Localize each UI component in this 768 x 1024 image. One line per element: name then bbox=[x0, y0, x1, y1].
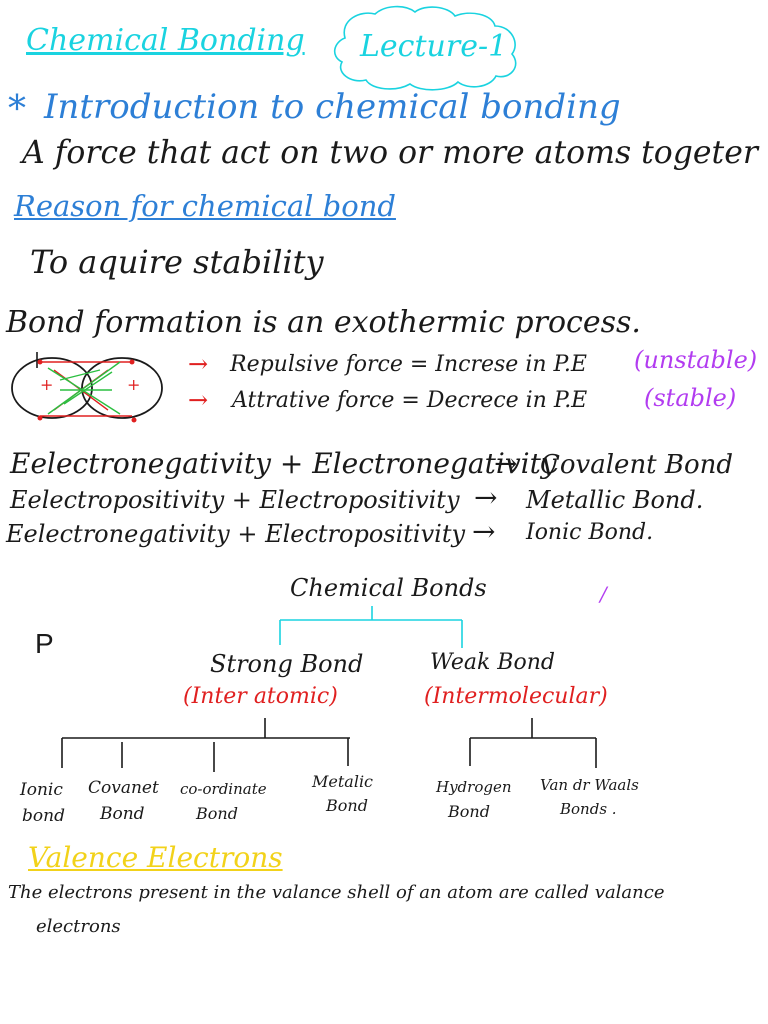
child-covalent-line2: Bond bbox=[100, 804, 145, 824]
repulsive-status: (unstable) bbox=[634, 346, 758, 374]
child-coordinate-line1: co-ordinate bbox=[180, 780, 267, 798]
attractive-label: Attrative force = Decrece in P.E bbox=[232, 388, 588, 413]
page-title: Chemical Bonding bbox=[26, 23, 305, 58]
child-vanderwaals-line1: Van dr Waals bbox=[540, 776, 639, 794]
child-ionic-line2: bond bbox=[22, 806, 65, 826]
valence-heading: Valence Electrons bbox=[28, 841, 283, 874]
rule-metallic-left: Eelectropositivity + Electropositivity bbox=[10, 486, 460, 514]
child-metallic-line2: Bond bbox=[326, 796, 368, 815]
intro-heading: Introduction to chemical bonding bbox=[44, 87, 621, 127]
rule-ionic-left: Eelectronegativity + Electropositivity bbox=[6, 520, 466, 548]
weak-bond-sub: (Intermolecular) bbox=[424, 684, 608, 709]
rule-ionic-result: Ionic Bond. bbox=[526, 520, 654, 545]
attractive-status: (stable) bbox=[644, 384, 737, 412]
rule-metallic-result: Metallic Bond. bbox=[526, 486, 704, 514]
stray-mark: / bbox=[600, 582, 607, 606]
weak-bond-label: Weak Bond bbox=[430, 650, 555, 675]
plus-right: + bbox=[127, 375, 141, 394]
atom-left bbox=[11, 357, 93, 419]
rule-covalent-arrow: → bbox=[494, 447, 518, 480]
atom-right bbox=[81, 357, 163, 419]
child-hydrogen-line1: Hydrogen bbox=[436, 778, 512, 796]
attractive-arrow: → bbox=[188, 386, 209, 414]
lecture-cloud bbox=[333, 5, 517, 91]
bond-formation-text: Bond formation is an exothermic process. bbox=[6, 305, 641, 340]
rule-covalent-result: Covalent Bond bbox=[540, 450, 734, 480]
rule-metallic-arrow: → bbox=[474, 481, 498, 514]
intro-definition: A force that act on two or more atoms to… bbox=[22, 135, 758, 171]
strong-bond-sub: (Inter atomic) bbox=[183, 684, 338, 709]
child-coordinate-line2: Bond bbox=[196, 804, 238, 823]
child-vanderwaals-line2: Bonds . bbox=[560, 800, 617, 818]
rule-covalent-left: Eelectronegativity + Electronegativity bbox=[10, 447, 557, 480]
child-hydrogen-line2: Bond bbox=[448, 802, 490, 821]
tree-root: Chemical Bonds bbox=[290, 574, 487, 602]
tree-bottom-connectors bbox=[61, 718, 597, 772]
rule-ionic-arrow: → bbox=[472, 515, 496, 548]
tree-top-connector bbox=[279, 606, 463, 648]
valence-line1: The electrons present in the valance she… bbox=[8, 882, 665, 903]
valence-line2: electrons bbox=[36, 916, 121, 937]
lecture-label: Lecture-1 bbox=[360, 29, 508, 64]
atoms-diagram bbox=[11, 352, 163, 423]
repulsive-label: Repulsive force = Increse in P.E bbox=[230, 352, 587, 377]
stray-letter: P bbox=[35, 628, 54, 659]
child-ionic-line1: Ionic bbox=[20, 780, 63, 800]
child-metallic-line1: Metalic bbox=[312, 772, 374, 791]
child-covalent-line1: Covanet bbox=[88, 778, 159, 798]
plus-left: + bbox=[40, 375, 54, 394]
reason-text: To aquire stability bbox=[30, 243, 324, 281]
repulsive-arrow: → bbox=[188, 350, 209, 378]
star-bullet: * bbox=[8, 89, 26, 130]
reason-heading: Reason for chemical bond bbox=[14, 189, 396, 223]
strong-bond-label: Strong Bond bbox=[210, 650, 364, 678]
